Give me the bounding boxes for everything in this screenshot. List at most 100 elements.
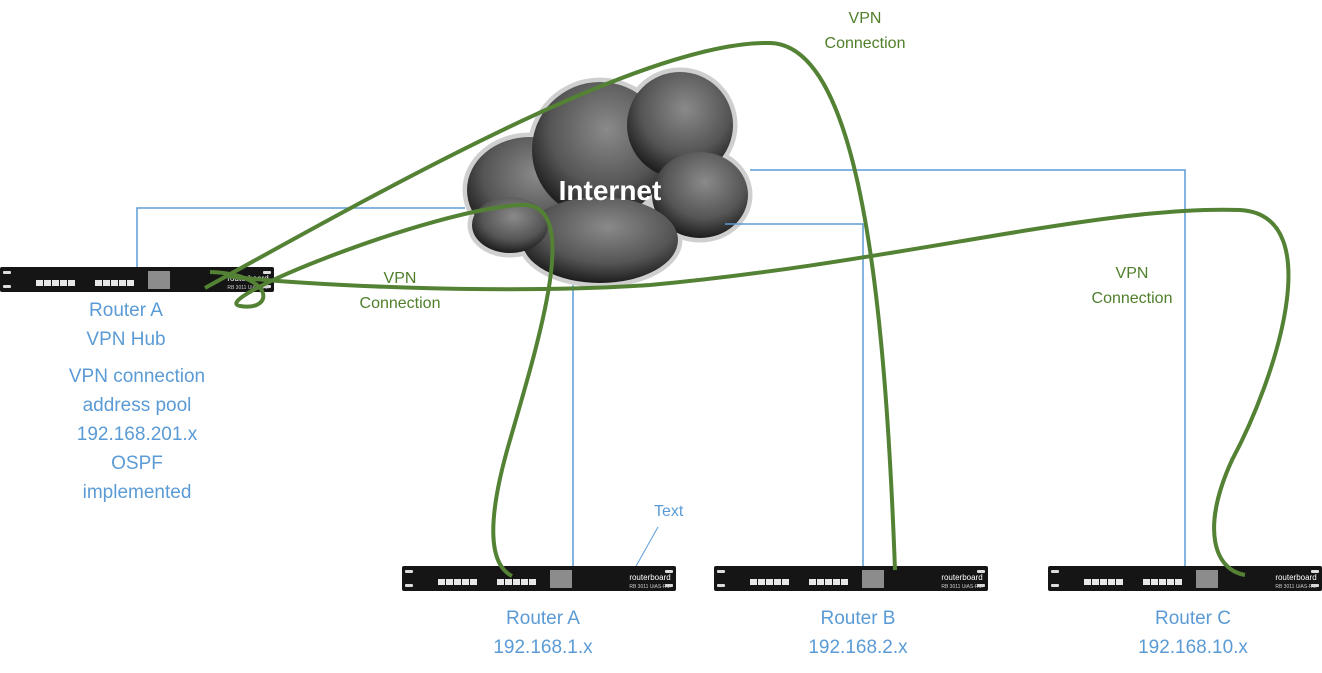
ethernet-port-icon [1159, 579, 1166, 585]
ethernet-port-icon [454, 579, 461, 585]
router-c-label: Router C 192.168.10.x [1093, 604, 1293, 662]
router-subnet: 192.168.10.x [1138, 637, 1248, 658]
ethernet-port-icon [68, 280, 75, 286]
hub-note: implemented [82, 482, 192, 503]
vpn-tunnel-router-b [204, 40, 897, 571]
vpn-label-line: VPN [383, 270, 417, 287]
hub-notes: VPN connection address pool 192.168.201.… [37, 362, 237, 507]
router-subnet: 192.168.2.x [808, 637, 908, 658]
ethernet-port-icon [825, 579, 832, 585]
rack-ear-slot [1311, 584, 1319, 587]
vpn-label: VPN Connection [340, 266, 460, 316]
rack-ear-slot [1051, 570, 1059, 573]
ethernet-port-icon [95, 280, 102, 286]
ethernet-port-icon [1175, 579, 1182, 585]
rack-ear-slot [263, 271, 271, 274]
ethernet-port-icon [60, 280, 67, 286]
ethernet-port-icon [1092, 579, 1099, 585]
ethernet-port-icon [103, 280, 110, 286]
brand-logo: routerboard [629, 573, 670, 582]
ethernet-port-icon [782, 579, 789, 585]
vpn-label-line: Connection [824, 35, 906, 52]
ethernet-port-icon [521, 579, 528, 585]
link-internet-router-b [725, 223, 864, 568]
router-name: Router A [506, 608, 580, 629]
router-subnet: 192.168.1.x [493, 637, 593, 658]
hub-note: VPN connection [68, 366, 206, 387]
ethernet-port-icon [1084, 579, 1091, 585]
callout-line [634, 526, 659, 569]
rack-ear-slot [977, 584, 985, 587]
ethernet-port-icon [127, 280, 134, 286]
rack-ear-slot [717, 584, 725, 587]
ethernet-port-icon [833, 579, 840, 585]
cloud-fill [467, 72, 748, 283]
rack-ear-slot [717, 570, 725, 573]
device-model: RB 3011 UiAS-RM [227, 285, 268, 291]
router-c-device: routerboard RB 3011 UiAS-RM [1048, 566, 1322, 591]
vpn-label: VPN Connection [1072, 261, 1192, 311]
ethernet-port-icon [111, 280, 118, 286]
link-hub-internet [136, 207, 465, 267]
ethernet-port-icon [497, 579, 504, 585]
physical-links [136, 169, 1186, 568]
ethernet-port-icon [119, 280, 126, 286]
rack-ear-slot [665, 584, 673, 587]
lcd-panel [862, 570, 884, 588]
callout-text: Text [654, 503, 684, 520]
hub-note: 192.168.201.x [76, 424, 198, 445]
router-b-label: Router B 192.168.2.x [758, 604, 958, 662]
lcd-panel [148, 271, 170, 289]
rack-ear-slot [405, 570, 413, 573]
ethernet-port-icon [44, 280, 51, 286]
rack-ear-slot [3, 271, 11, 274]
ethernet-port-icon [758, 579, 765, 585]
router-a-label: Router A 192.168.1.x [443, 604, 643, 662]
ethernet-port-icon [766, 579, 773, 585]
brand-logo: routerboard [941, 573, 982, 582]
ethernet-port-icon [774, 579, 781, 585]
ethernet-port-icon [1151, 579, 1158, 585]
rack-ear-slot [1051, 584, 1059, 587]
router-devices: routerboard RB 3011 UiAS-RM routerboard RB … [0, 267, 1322, 591]
device-model: RB 3011 UiAS-RM [629, 584, 670, 590]
hub-name: Router A [89, 300, 163, 321]
vpn-tunnels [204, 40, 1291, 578]
device-model: RB 3011 UiAS-RM [941, 584, 982, 590]
ethernet-port-icon [1108, 579, 1115, 585]
rack-ear-slot [977, 570, 985, 573]
ethernet-port-icon [438, 579, 445, 585]
vpn-label-line: Connection [359, 295, 441, 312]
ethernet-port-icon [841, 579, 848, 585]
ethernet-port-icon [1100, 579, 1107, 585]
vpn-label-line: Connection [1091, 290, 1173, 307]
vpn-label-line: VPN [848, 10, 882, 27]
rack-ear-slot [1311, 570, 1319, 573]
ethernet-port-icon [446, 579, 453, 585]
ethernet-port-icon [36, 280, 43, 286]
ethernet-port-icon [462, 579, 469, 585]
rack-ear-slot [3, 285, 11, 288]
ethernet-port-icon [52, 280, 59, 286]
link-internet-router-c [750, 169, 1186, 568]
ethernet-port-icon [505, 579, 512, 585]
ethernet-port-icon [750, 579, 757, 585]
hub-note: OSPF [111, 453, 163, 474]
vpn-tunnel-router-a [209, 202, 555, 578]
brand-logo: routerboard [1275, 573, 1316, 582]
ethernet-port-icon [470, 579, 477, 585]
ethernet-port-icon [529, 579, 536, 585]
ethernet-port-icon [1167, 579, 1174, 585]
vpn-label-line: VPN [1115, 265, 1149, 282]
vpn-tunnel-router-c [224, 207, 1291, 577]
router-b-device: routerboard RB 3011 UiAS-RM [714, 566, 988, 591]
router-name: Router C [1154, 608, 1232, 629]
router-name: Router B [820, 608, 896, 629]
internet-label: Internet [559, 175, 662, 206]
rack-ear-slot [405, 584, 413, 587]
hub-label: Router A VPN Hub [46, 296, 206, 354]
device-model: RB 3011 UiAS-RM [1275, 584, 1316, 590]
ethernet-port-icon [1116, 579, 1123, 585]
